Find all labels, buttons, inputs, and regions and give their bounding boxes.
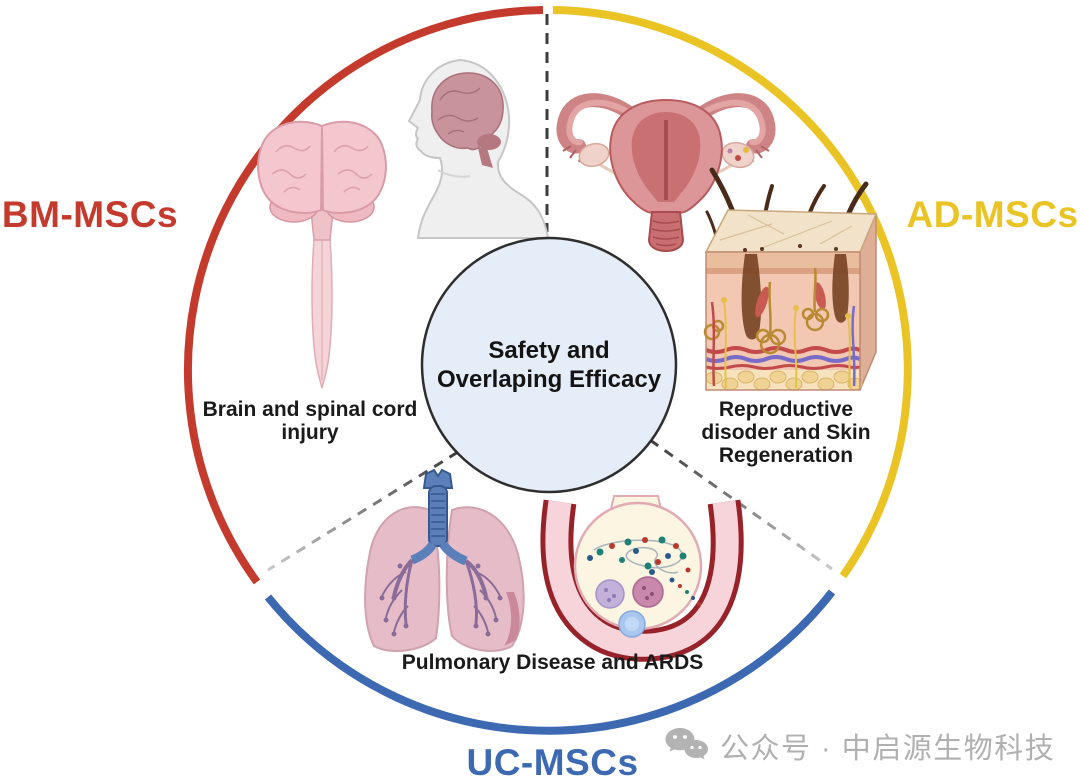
watermark: 公众号 · 中启源生物科技 [662,722,1072,770]
watermark-text: 公众号 · 中启源生物科技 [720,733,1056,765]
caption-brain-spinal-cord: Brain and spinal cord injury [190,398,430,444]
head-profile-illustration [407,58,550,239]
center-circle-text: Safety and Overlaping Efficacy [428,336,670,394]
center-circle [420,236,678,494]
lungs-illustration [364,468,525,653]
skin-cross-section-illustration [703,167,878,391]
caption-reproductive-skin: Reproductive disoder and Skin Regenerati… [676,398,896,467]
center-text-line2: Overlaping Efficacy [436,366,662,393]
blood-vessel-alveolus-illustration [540,495,744,662]
center-text-line1: Safety and [488,337,610,364]
caption-ad-line2: disoder and Skin [701,421,871,444]
uc-arc [264,589,836,735]
caption-pulmonary-ards: Pulmonary Disease and ARDS [350,651,755,674]
label-uc-mscs: UC-MSCs [466,742,639,783]
bm-arc [183,6,544,585]
brain-spinal-cord-illustration [257,120,387,389]
caption-uc-line1: Pulmonary Disease and ARDS [401,651,704,674]
caption-ad-line3: Regeneration [718,444,854,467]
wechat-icon [665,728,708,760]
uterus-illustration [556,93,776,253]
ad-arc [552,6,912,579]
label-ad-mscs: AD-MSCs [906,194,1079,235]
label-bm-mscs: BM-MSCs [1,194,179,235]
caption-bm-line2: injury [281,421,339,444]
caption-bm-line1: Brain and spinal cord [202,398,418,421]
caption-ad-line1: Reproductive [718,398,854,421]
